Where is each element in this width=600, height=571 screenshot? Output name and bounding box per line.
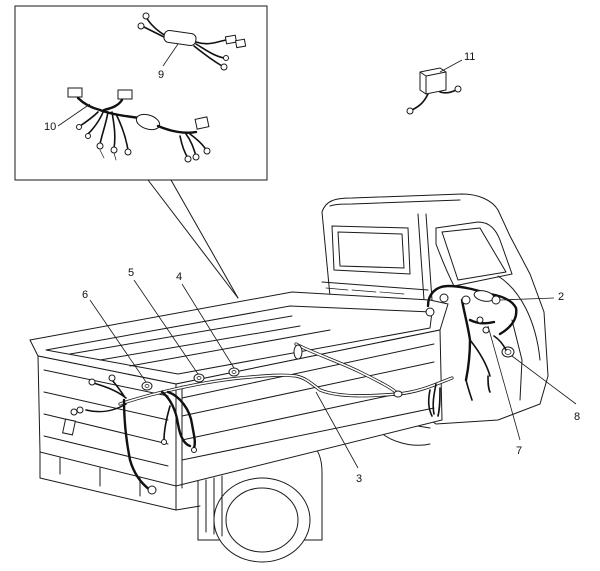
callout-6: 6 [82, 289, 88, 301]
callout-2: 2 [558, 291, 564, 303]
callout-3: 3 [356, 473, 362, 485]
callout-9: 9 [158, 69, 164, 81]
part-11-drawing [406, 67, 462, 115]
callout-11: 11 [464, 51, 475, 63]
callout-8: 8 [574, 411, 580, 423]
callout-10: 10 [44, 121, 56, 133]
harness-9-drawing [137, 12, 247, 71]
callout-4: 4 [176, 271, 182, 283]
callout-7: 7 [516, 445, 522, 457]
callout-5: 5 [128, 267, 134, 279]
leader-lines [57, 43, 577, 469]
inset-detail-box [14, 5, 268, 299]
truck-drawing [29, 193, 549, 563]
harness-10-drawing [67, 87, 211, 163]
